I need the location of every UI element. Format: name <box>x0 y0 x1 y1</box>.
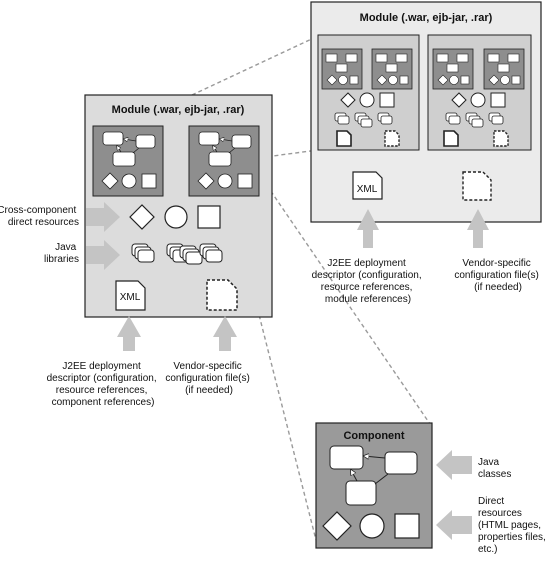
small-module-title: Module (.war, ejb-jar, .rar) <box>360 12 493 24</box>
connector-big-to-component-top <box>254 167 431 425</box>
big-vendor-up-arrow <box>213 316 237 351</box>
square-shape <box>379 92 395 108</box>
big-vendor-label: Vendor-specific configuration file(s) (i… <box>165 361 252 396</box>
big-xml-document-icon: XML <box>115 280 146 311</box>
mini-component-icon <box>483 48 525 90</box>
class-box-bottom <box>345 480 377 506</box>
dashed-document-icon <box>493 130 509 147</box>
document-icon <box>336 130 352 147</box>
library-stack-icons <box>334 112 393 128</box>
small-module-component-group-right <box>427 34 532 151</box>
cross-component-label: Cross-component direct resources <box>0 205 79 228</box>
java-libraries-arrow <box>86 240 120 270</box>
square-shape <box>197 205 221 229</box>
big-vendor-document-icon <box>206 279 238 311</box>
diamond-shape <box>451 92 467 108</box>
direct-resources-arrow <box>436 510 472 540</box>
circle-shape <box>470 92 486 108</box>
class-box-right <box>384 451 418 475</box>
small-dd-label: J2EE deployment descriptor (configuratio… <box>312 258 425 305</box>
small-vendor-up-arrow <box>467 209 489 248</box>
small-module: Module (.war, ejb-jar, .rar) <box>310 1 542 223</box>
small-xml-document-icon: XML <box>352 171 383 200</box>
java-libraries-label: Java libraries <box>44 242 79 265</box>
big-module: Module (.war, ejb-jar, .rar) <box>84 94 273 318</box>
big-component-group-left <box>92 125 164 197</box>
library-stack-icons <box>445 112 504 128</box>
small-vendor-label: Vendor-specific configuration file(s) (i… <box>454 258 541 293</box>
square-shape <box>490 92 506 108</box>
connector-big-to-small-top <box>191 35 319 96</box>
class-link-right-to-left <box>364 456 386 458</box>
java-classes-label: Java classes <box>478 457 511 480</box>
big-module-title: Module (.war, ejb-jar, .rar) <box>112 104 245 116</box>
document-icon <box>443 130 459 147</box>
diamond-shape <box>322 511 352 541</box>
component-title: Component <box>343 430 404 442</box>
small-xml-label: XML <box>357 184 378 195</box>
class-box-left <box>329 445 364 470</box>
mini-component-icon <box>432 48 474 90</box>
small-module-component-group-left <box>317 34 420 151</box>
square-shape <box>394 513 420 539</box>
small-dd-up-arrow <box>357 209 379 248</box>
small-vendor-document-icon <box>462 171 492 201</box>
class-link-bottom-to-left <box>351 470 358 482</box>
component: Component <box>315 422 433 549</box>
mini-component-icon <box>321 48 363 90</box>
class-link-bottom-to-right <box>374 473 389 485</box>
mini-component-icon <box>371 48 413 90</box>
dashed-document-icon <box>384 130 400 147</box>
circle-shape <box>164 205 188 229</box>
circle-shape <box>359 513 385 539</box>
direct-resources-label: Direct resources (HTML pages, properties… <box>478 496 547 555</box>
big-dd-label: J2EE deployment descriptor (configuratio… <box>47 361 160 408</box>
circle-shape <box>359 92 375 108</box>
java-library-stack-icons <box>131 243 223 265</box>
diamond-shape <box>340 92 356 108</box>
cross-component-arrow <box>86 202 120 232</box>
big-dd-up-arrow <box>117 316 141 351</box>
big-xml-label: XML <box>120 292 141 303</box>
big-component-group-right <box>188 125 260 197</box>
diamond-shape <box>129 204 155 230</box>
java-classes-arrow <box>436 450 472 480</box>
